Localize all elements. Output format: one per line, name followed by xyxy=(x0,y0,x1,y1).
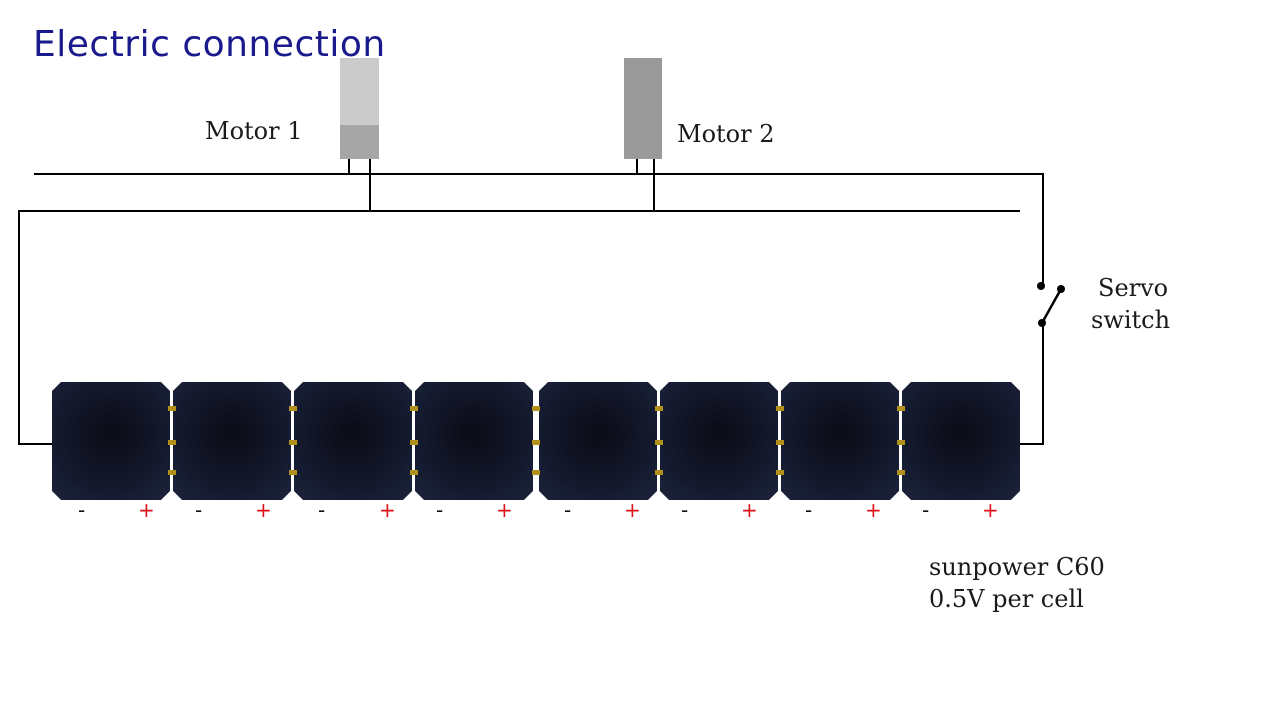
wire-top xyxy=(34,173,1044,175)
cell-1-minus: - xyxy=(78,498,86,522)
motor-1-lead-a xyxy=(348,159,350,174)
tab-4c xyxy=(532,470,540,475)
motor-2 xyxy=(624,58,662,159)
tab-2a xyxy=(289,406,297,411)
tab-4b xyxy=(532,440,540,445)
cell-6-minus: - xyxy=(681,498,689,522)
cell-2-minus: - xyxy=(195,498,203,522)
tab-5b xyxy=(655,440,663,445)
spec-voltage: 0.5V per cell xyxy=(929,585,1084,613)
motor-2-lead-a xyxy=(636,159,638,174)
motor-1 xyxy=(340,58,379,159)
switch-contact-top xyxy=(1037,282,1045,290)
solar-cell-1 xyxy=(52,382,170,500)
cell-3-plus: + xyxy=(379,498,396,522)
motor-1-body-bottom xyxy=(340,125,379,159)
tab-1a xyxy=(168,406,176,411)
tab-5c xyxy=(655,470,663,475)
tab-3b xyxy=(410,440,418,445)
motor-1-lead-b xyxy=(369,159,371,212)
wire-right-bottom xyxy=(1018,443,1044,445)
tab-2b xyxy=(289,440,297,445)
tab-7c xyxy=(897,470,905,475)
cell-8-minus: - xyxy=(922,498,930,522)
wire-right-upper xyxy=(1042,173,1044,286)
tab-1b xyxy=(168,440,176,445)
wire-middle xyxy=(18,210,1020,212)
cell-5-minus: - xyxy=(564,498,572,522)
switch-arm-icon xyxy=(1040,288,1063,324)
tab-6b xyxy=(776,440,784,445)
tab-7a xyxy=(897,406,905,411)
motor-1-label: Motor 1 xyxy=(205,117,303,145)
solar-cell-2 xyxy=(173,382,291,500)
tab-6c xyxy=(776,470,784,475)
tab-2c xyxy=(289,470,297,475)
cell-4-plus: + xyxy=(496,498,513,522)
solar-cell-7 xyxy=(781,382,899,500)
tab-5a xyxy=(655,406,663,411)
cell-7-minus: - xyxy=(805,498,813,522)
cell-7-plus: + xyxy=(865,498,882,522)
solar-cell-8 xyxy=(902,382,1020,500)
wire-left-vertical xyxy=(18,210,20,445)
cell-2-plus: + xyxy=(255,498,272,522)
cell-4-minus: - xyxy=(436,498,444,522)
tab-6a xyxy=(776,406,784,411)
tab-1c xyxy=(168,470,176,475)
wire-right-lower xyxy=(1042,324,1044,445)
cell-8-plus: + xyxy=(982,498,999,522)
motor-2-label: Motor 2 xyxy=(677,120,775,148)
cell-5-plus: + xyxy=(624,498,641,522)
tab-4a xyxy=(532,406,540,411)
page-title: Electric connection xyxy=(33,24,386,65)
wire-left-bottom xyxy=(18,443,52,445)
switch-label-line2: switch xyxy=(1091,306,1171,334)
cell-6-plus: + xyxy=(741,498,758,522)
tab-7b xyxy=(897,440,905,445)
cell-1-plus: + xyxy=(138,498,155,522)
cell-3-minus: - xyxy=(318,498,326,522)
spec-model: sunpower C60 xyxy=(929,553,1105,581)
tab-3c xyxy=(410,470,418,475)
solar-cell-5 xyxy=(539,382,657,500)
solar-cell-4 xyxy=(415,382,533,500)
motor-2-lead-b xyxy=(653,159,655,212)
tab-3a xyxy=(410,406,418,411)
solar-cell-3 xyxy=(294,382,412,500)
switch-label-line1: Servo xyxy=(1098,274,1169,302)
motor-1-body-top xyxy=(340,58,379,125)
solar-cell-6 xyxy=(660,382,778,500)
